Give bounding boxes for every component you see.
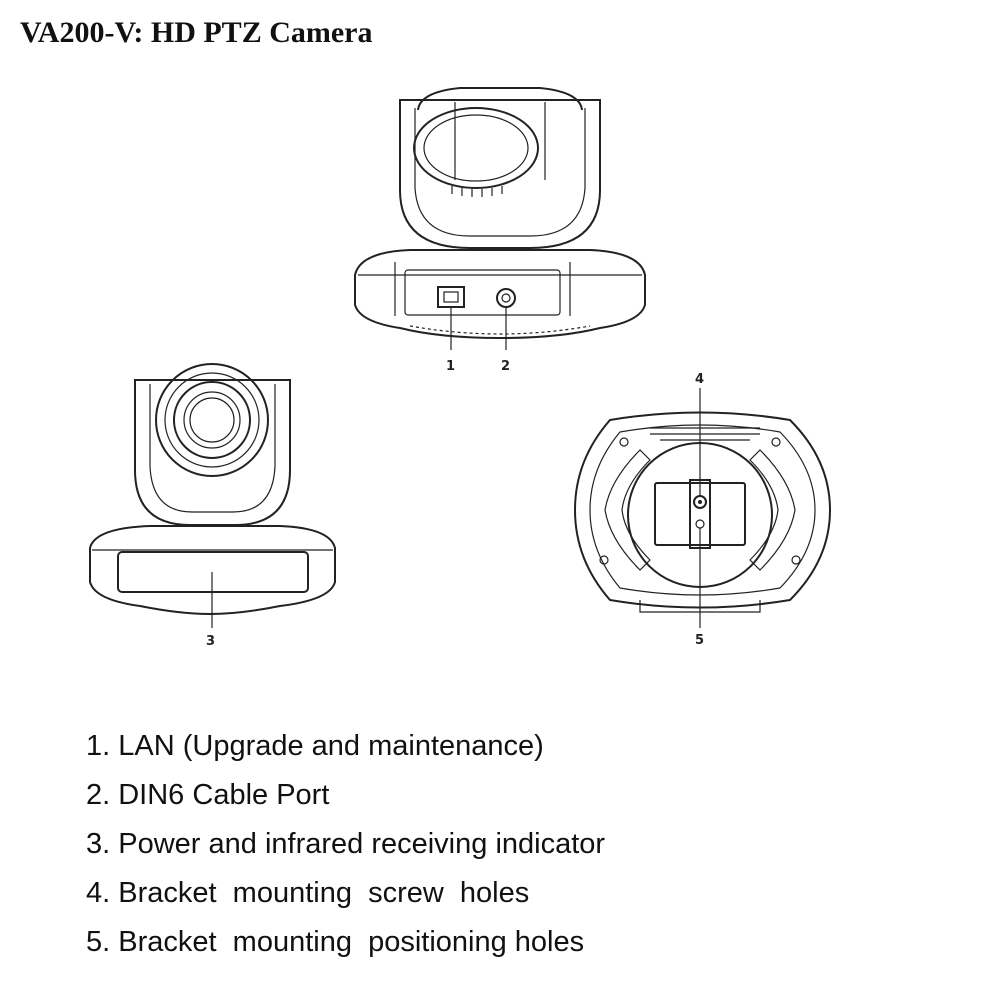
legend-item-1: 1. LAN (Upgrade and maintenance) [86, 730, 544, 762]
camera-rear-view: 1 2 [354, 87, 646, 374]
camera-bottom-view: 4 5 [573, 372, 832, 648]
camera-front-view: 3 [89, 363, 336, 649]
legend-item-3: 3. Power and infrared receiving indicato… [86, 828, 606, 860]
callout-4: 4 [695, 372, 704, 387]
callout-1: 1 [446, 359, 455, 374]
legend-item-4: 4. Bracket mounting screw holes [86, 877, 530, 909]
din6-port [496, 288, 516, 308]
legend-item-5: 5. Bracket mounting positioning holes [86, 926, 585, 958]
positioning-hole [695, 519, 705, 529]
camera-diagram: 1 2 3 [89, 87, 832, 649]
callout-3: 3 [206, 634, 215, 649]
callout-5: 5 [695, 633, 704, 648]
legend-item-2: 2. DIN6 Cable Port [86, 779, 330, 811]
indicator-window [117, 551, 309, 593]
page-title: VA200-V: HD PTZ Camera [20, 16, 373, 49]
legend-list: 1. LAN (Upgrade and maintenance) 2. DIN6… [86, 722, 605, 967]
lan-port [437, 286, 465, 308]
callout-2: 2 [501, 359, 510, 374]
